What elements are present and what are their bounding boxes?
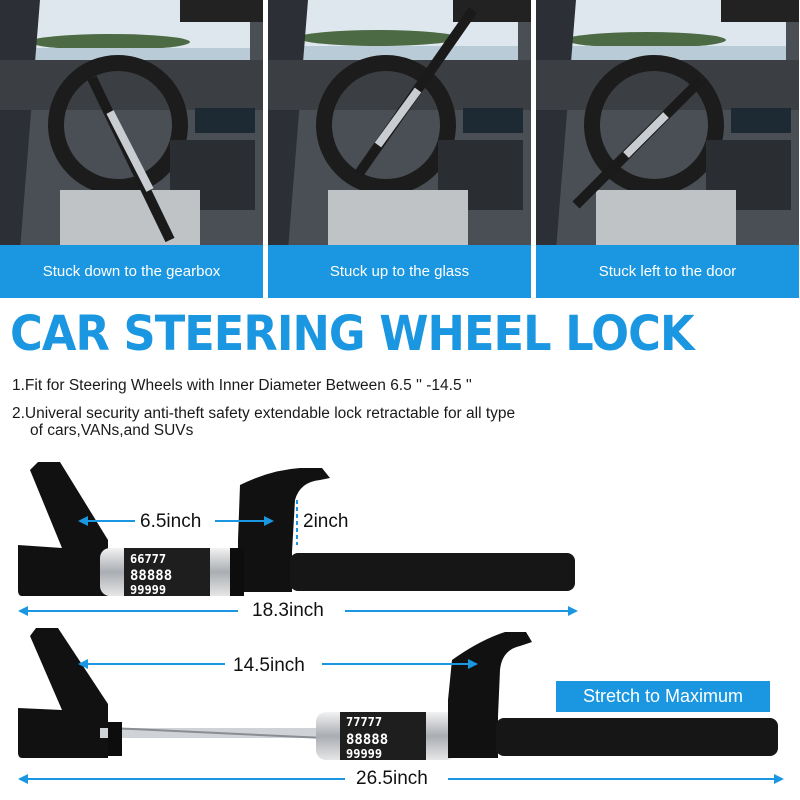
min-width-label: 6.5inch (140, 511, 202, 532)
hook-depth-label: 2inch (303, 511, 349, 532)
feature-2-continued: of cars,VANs,and SUVs (30, 422, 194, 439)
combination-dials: 66777 88888 99999 (130, 552, 172, 597)
min-length-label: 18.3inch (252, 600, 324, 621)
photo-panel-glass: Stuck up to the glass (268, 0, 531, 298)
car-interior-photo (536, 0, 799, 250)
car-interior-photo (0, 0, 263, 250)
svg-text:88888: 88888 (130, 568, 172, 584)
feature-2: 2.Univeral security anti-theft safety ex… (12, 405, 516, 422)
caption-glass: Stuck up to the glass (268, 245, 531, 298)
max-length-label: 26.5inch (356, 768, 428, 789)
caption-door: Stuck left to the door (536, 245, 799, 298)
product-title: CAR STEERING WHEEL LOCK (10, 306, 695, 362)
max-width-label: 14.5inch (233, 655, 305, 676)
combination-dials: 77777 88888 99999 (346, 715, 388, 761)
svg-text:66777: 66777 (130, 552, 166, 566)
lock-extended: 77777 88888 99999 (18, 628, 778, 761)
car-interior-photo (268, 0, 531, 250)
svg-text:77777: 77777 (346, 715, 382, 729)
stretch-to-maximum-badge: Stretch to Maximum (556, 681, 770, 712)
svg-text:88888: 88888 (346, 732, 388, 748)
photo-panel-gearbox: Stuck down to the gearbox (0, 0, 263, 298)
photo-panel-door: Stuck left to the door (536, 0, 799, 298)
lock-retracted: 66777 88888 99999 (18, 462, 575, 597)
svg-text:99999: 99999 (130, 583, 166, 597)
svg-text:99999: 99999 (346, 747, 382, 761)
feature-1: 1.Fit for Steering Wheels with Inner Dia… (12, 377, 472, 394)
caption-gearbox: Stuck down to the gearbox (0, 245, 263, 298)
